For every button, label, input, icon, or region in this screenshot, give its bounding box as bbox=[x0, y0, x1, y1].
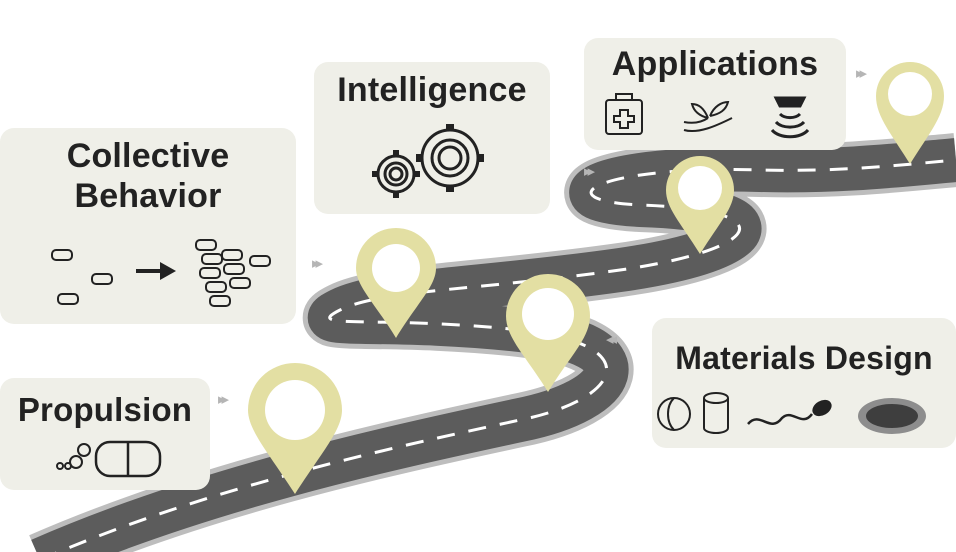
collective-icons bbox=[51, 239, 271, 307]
cylinder-icon bbox=[703, 392, 729, 434]
swarm-cluster-icon bbox=[195, 239, 271, 307]
sensor-signal-icon bbox=[770, 96, 810, 139]
collective-title-line1: Collective bbox=[66, 137, 230, 175]
porous-disk-icon bbox=[858, 398, 926, 434]
applications-panel: Applications bbox=[584, 38, 846, 150]
propulsion-panel: Propulsion bbox=[0, 378, 210, 490]
propulsion-icons bbox=[56, 440, 162, 478]
gears-icon bbox=[372, 124, 484, 198]
collective-title-line2: Behavior bbox=[74, 177, 222, 215]
janus-sphere-icon bbox=[657, 397, 691, 431]
applications-title: Applications bbox=[611, 45, 819, 83]
pin-applications-icon bbox=[876, 62, 944, 164]
pin-collective-icon bbox=[356, 228, 436, 338]
arrow-applications: ▸▸ bbox=[856, 65, 867, 82]
propulsion-title: Propulsion bbox=[17, 391, 193, 428]
arrow-collective: ▸▸ bbox=[312, 255, 323, 272]
materials-design-panel: Materials Design bbox=[652, 318, 956, 448]
pin-materials-icon bbox=[506, 274, 590, 392]
collective-behavior-panel: Collective Behavior bbox=[0, 128, 296, 324]
arrow-propulsion: ▸▸ bbox=[218, 391, 229, 408]
applications-icons bbox=[605, 93, 810, 139]
intelligence-title: Intelligence bbox=[337, 71, 527, 109]
pin-propulsion-icon bbox=[248, 363, 342, 494]
pin-intelligence-icon bbox=[666, 156, 734, 254]
materials-title: Materials Design bbox=[675, 340, 933, 376]
arrow-right-icon bbox=[136, 262, 176, 280]
small-spheres-icon bbox=[56, 443, 91, 470]
plant-in-hand-icon bbox=[683, 100, 733, 132]
medical-kit-icon bbox=[605, 93, 643, 135]
arrow-intelligence: ▸▸ bbox=[584, 163, 595, 180]
arrow-materials: ◂◂ bbox=[606, 331, 617, 348]
janus-capsule-icon bbox=[94, 440, 162, 478]
intelligence-panel: Intelligence bbox=[314, 62, 550, 214]
helical-tail-icon bbox=[747, 399, 832, 425]
materials-icons bbox=[657, 392, 926, 434]
scattered-particles-icon bbox=[51, 249, 113, 305]
